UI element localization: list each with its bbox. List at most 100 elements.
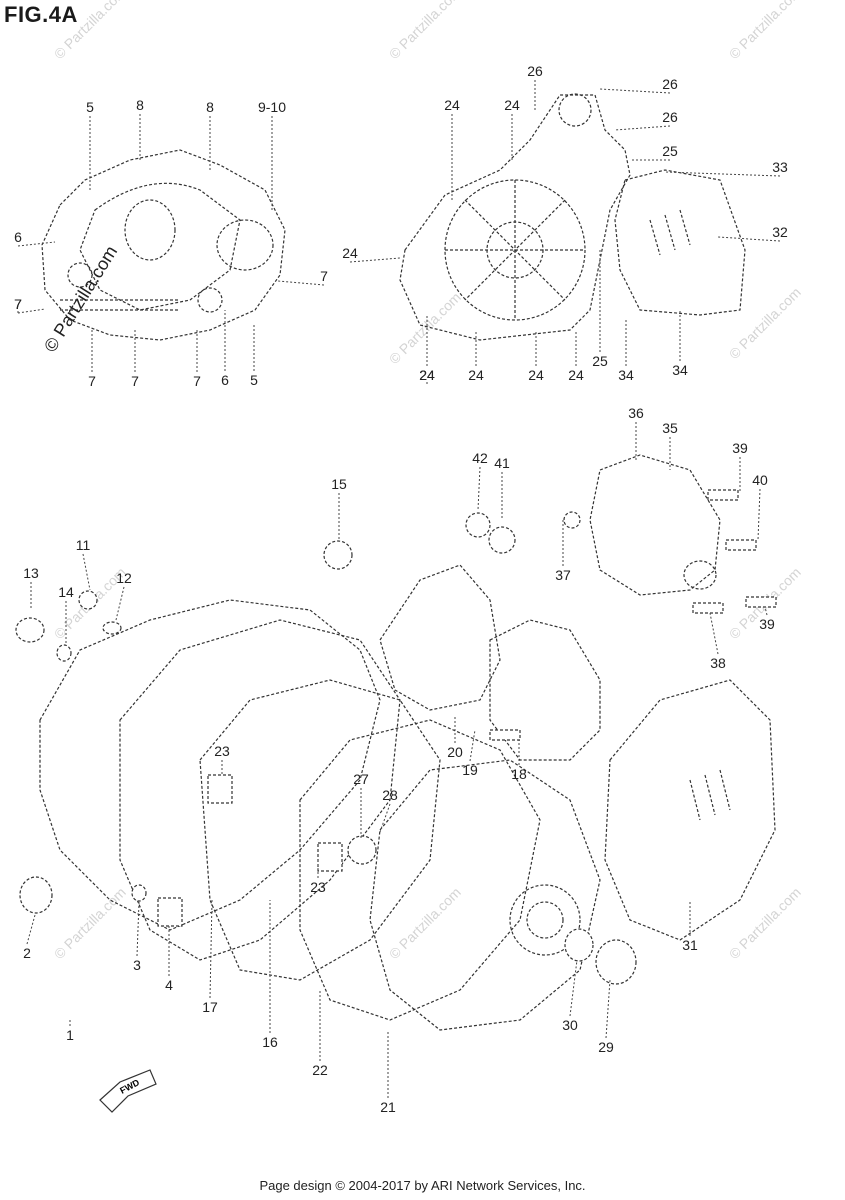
callout-number: 7 [14, 296, 22, 312]
callout-number: 12 [116, 570, 132, 586]
leader-line [717, 236, 781, 242]
callout-number: 1 [66, 1027, 74, 1043]
callout-number: 5 [86, 99, 94, 115]
callout-number: 24 [568, 367, 584, 383]
leader-line [17, 308, 46, 314]
leader-line [605, 979, 611, 1039]
callout-number: 23 [310, 879, 326, 895]
callout-number: 23 [214, 743, 230, 759]
callout-number: 9-10 [258, 99, 286, 115]
callout-number: 27 [353, 771, 369, 787]
leader-line [709, 612, 719, 655]
callout-number: 6 [221, 372, 229, 388]
callout-number: 21 [380, 1099, 396, 1115]
callout-number: 7 [193, 373, 201, 389]
callout-number: 16 [262, 1034, 278, 1050]
clutch-cover-drawing [41, 149, 286, 341]
crankcase-drawing: FWD [15, 454, 777, 1113]
callout-number: 42 [472, 450, 488, 466]
leader-line [277, 280, 325, 286]
callout-number: 17 [202, 999, 218, 1015]
callout-number: 24 [528, 367, 544, 383]
watermark: © Partzilla.com [51, 884, 129, 962]
callout-number: 24 [468, 367, 484, 383]
callout-number: 22 [312, 1062, 328, 1078]
callout-number: 14 [58, 584, 74, 600]
leader-line [664, 171, 781, 177]
leader-line [477, 466, 481, 511]
callout-number: 8 [136, 97, 144, 113]
callout-number: 25 [592, 353, 608, 369]
watermark: © Partzilla.com [386, 0, 464, 62]
callout-number: 33 [772, 159, 788, 175]
watermark-layer: © Partzilla.com © Partzilla.com © Partzi… [51, 0, 804, 962]
callout-number: 7 [131, 373, 139, 389]
footer-credit: Page design © 2004-2017 by ARI Network S… [259, 1178, 586, 1193]
leader-line [26, 914, 36, 945]
callout-number: 25 [662, 143, 678, 159]
leader-line [764, 606, 768, 616]
leader-line [569, 959, 578, 1017]
callout-number: 20 [447, 744, 463, 760]
callout-number: 36 [628, 405, 644, 421]
callout-number: 18 [511, 766, 527, 782]
callout-number: 28 [382, 787, 398, 803]
leader-line [209, 899, 213, 999]
leader-line [757, 488, 761, 541]
figure-title: FIG.4A [4, 2, 78, 27]
callout-number: 15 [331, 476, 347, 492]
callout-number: 6 [14, 229, 22, 245]
callout-number: 5 [250, 372, 258, 388]
callout-number: 13 [23, 565, 39, 581]
leader-line [115, 586, 125, 621]
callout-number: 24 [419, 367, 435, 383]
leader-line [17, 241, 56, 247]
watermark: © Partzilla.com [386, 289, 464, 367]
callout-number: 30 [562, 1017, 578, 1033]
callout-number: 24 [504, 97, 520, 113]
callout-number: 26 [662, 109, 678, 125]
callout-number: 8 [206, 99, 214, 115]
watermark: © Partzilla.com [726, 0, 804, 62]
callout-number: 26 [662, 76, 678, 92]
callout-number: 11 [76, 537, 91, 553]
leader-line [349, 257, 401, 263]
callout-number: 26 [527, 63, 543, 79]
callout-number: 35 [662, 420, 678, 436]
callout-number: 7 [14, 296, 22, 312]
callout-number: 29 [598, 1039, 614, 1055]
callout-number: 34 [618, 367, 634, 383]
callout-number: 39 [759, 616, 775, 632]
watermark: © Partzilla.com [386, 884, 464, 962]
callout-number: 3 [133, 957, 141, 973]
leader-line [379, 803, 391, 833]
callout-number: 4 [165, 977, 173, 993]
leader-line [82, 553, 91, 591]
callout-number: 38 [710, 655, 726, 671]
leader-line [136, 901, 140, 957]
callout-number: 32 [772, 224, 788, 240]
leader-line [599, 88, 671, 94]
fwd-label: FWD [118, 1077, 141, 1096]
leader-line [469, 729, 476, 762]
callout-number: 7 [88, 373, 96, 389]
watermark: © Partzilla.com [51, 0, 129, 62]
callout-number: 39 [732, 440, 748, 456]
leader-lines [17, 80, 781, 1098]
callout-number: 24 [419, 367, 435, 383]
callout-number: 24 [444, 97, 460, 113]
callout-number: 31 [682, 937, 698, 953]
leader-line [614, 125, 671, 131]
callout-number: 2 [23, 945, 31, 961]
callout-number: 7 [320, 268, 328, 284]
callout-number: 24 [342, 245, 358, 261]
callout-number: 40 [752, 472, 768, 488]
callout-number: 37 [555, 567, 571, 583]
watermark: © Partzilla.com [726, 284, 804, 362]
callout-number: 19 [462, 762, 478, 778]
watermark: © Partzilla.com [726, 884, 804, 962]
callout-number: 34 [672, 362, 688, 378]
magneto-cover-drawing [399, 93, 746, 341]
